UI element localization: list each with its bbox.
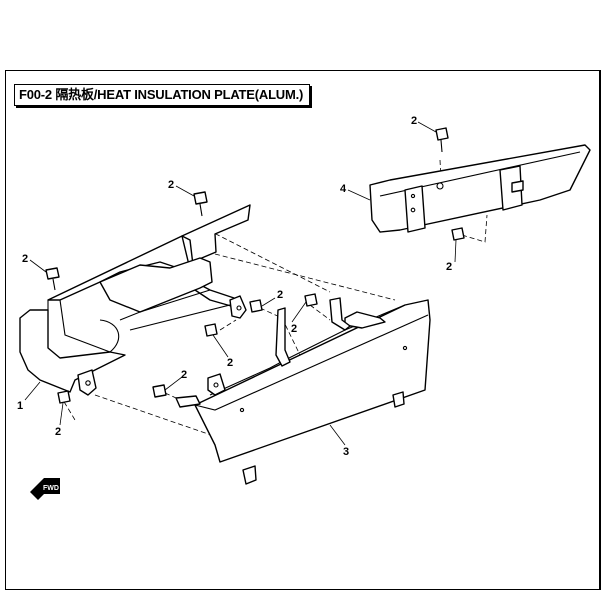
nut [152,384,167,398]
callout-part-2: 2 [55,426,61,438]
callout-part-2: 2 [411,115,417,127]
bolts-part-2 [45,127,465,404]
callout-part-2: 2 [291,323,297,335]
callout-part-2: 2 [168,179,174,191]
direction-label: FWD [43,485,59,492]
diagram-frame [5,70,601,590]
callout-part-2: 2 [181,369,187,381]
callout-part-1: 1 [17,400,23,412]
heat-shield-part-4 [369,144,591,233]
callout-part-2: 2 [277,289,283,301]
callout-part-2: 2 [227,357,233,369]
heat-shield-part-3 [175,297,431,485]
diagram-title: F00-2 隔热板/HEAT INSULATION PLATE(ALUM.) [14,84,311,106]
bolt [45,267,60,291]
callout-part-2: 2 [22,253,28,265]
heat-shield-part-1 [19,204,251,396]
leader-lines [24,121,457,446]
nut [204,323,218,337]
bolt [193,191,208,217]
fwd-arrow-icon: FWD [30,478,60,500]
nut [304,293,318,307]
assembly-lines [59,159,488,446]
nut [57,390,71,404]
nut [451,227,465,241]
bolt [435,127,449,153]
callouts: 2 2 2 4 2 2 2 2 2 2 1 3 [17,115,452,458]
callout-part-3: 3 [343,446,349,458]
nut [249,299,263,313]
callout-part-4: 4 [340,183,347,195]
callout-part-2: 2 [446,261,452,273]
